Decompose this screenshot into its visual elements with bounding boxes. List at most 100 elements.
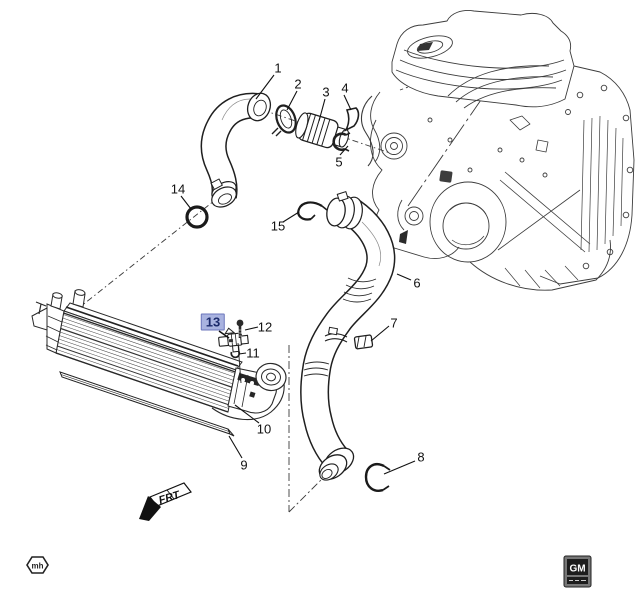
seal-ring-part14	[185, 205, 209, 229]
trans-outline	[539, 65, 635, 285]
callout-13-highlighted[interactable]: 13	[200, 313, 226, 331]
leader-10	[234, 404, 260, 424]
seal-part11	[230, 342, 242, 384]
clamp2-tabs	[271, 127, 282, 137]
trans-ribs	[580, 115, 624, 253]
callout-9[interactable]: 9	[240, 457, 248, 473]
boss-hole-2	[250, 381, 254, 385]
clip-part15	[297, 201, 328, 221]
exhaust-flange-bore	[409, 211, 419, 221]
mh-hexagon	[26, 556, 49, 574]
hose6-corrugation-lower	[303, 361, 330, 377]
tank-lobe	[211, 373, 285, 421]
peg-1-top	[52, 292, 63, 299]
charge-air-cooler	[31, 289, 287, 421]
callout-4[interactable]: 4	[341, 80, 349, 96]
leader-15	[282, 211, 300, 223]
leader-2	[286, 90, 298, 111]
oil-pan	[469, 239, 611, 291]
leader-1	[255, 74, 275, 100]
gm-badge	[567, 559, 588, 575]
hose6-lower-connector	[318, 447, 355, 481]
seal-strip-highlight	[60, 374, 230, 432]
leader-11	[238, 352, 247, 355]
turbo-pipe-inner	[370, 91, 381, 163]
mount-wing	[31, 307, 48, 331]
callout-2[interactable]: 2	[294, 76, 302, 92]
leader-lines	[180, 74, 416, 475]
leader-4	[343, 94, 352, 111]
seal14-axis	[79, 196, 220, 308]
bolt-heads	[427, 84, 634, 270]
leader-6	[396, 273, 412, 281]
hose1-assembly-axis	[262, 109, 391, 154]
callout-15[interactable]: 15	[270, 218, 286, 234]
sensor-axis-line	[237, 342, 242, 384]
clip15-hooks	[310, 205, 328, 220]
callout-11[interactable]: 11	[246, 345, 260, 361]
turbo-housing-outer	[380, 132, 408, 160]
peg-2-top	[74, 289, 86, 296]
leader-12	[244, 326, 259, 331]
hose6-clamp-screw	[336, 190, 349, 202]
intake-runners	[447, 65, 557, 109]
bracket-part4	[344, 107, 360, 132]
peg-bracket	[35, 301, 47, 315]
callout-10[interactable]: 10	[256, 421, 272, 437]
seal-strip-part9	[59, 371, 235, 437]
connector-part3	[295, 112, 350, 149]
oil-cap-slot	[417, 42, 433, 51]
frt-direction-arrow: FRT	[139, 482, 192, 521]
callout-7[interactable]: 7	[390, 315, 398, 331]
callout-1[interactable]: 1	[274, 60, 282, 76]
turbo-pipe-outer	[360, 95, 374, 167]
sensor-part13	[218, 327, 249, 353]
hose6-shading	[361, 221, 382, 267]
boss-hole-1	[241, 378, 245, 382]
flange-edge	[397, 199, 405, 231]
leader-3	[318, 98, 326, 122]
hose1-end-bore	[218, 193, 232, 205]
callout-12[interactable]: 12	[257, 319, 273, 335]
exhaust-flange	[404, 206, 424, 226]
bolt-part12	[236, 319, 244, 338]
core-top-band	[65, 306, 239, 367]
hose-part6	[300, 190, 396, 469]
valve-cover	[391, 10, 575, 108]
hose6-axis-line	[407, 32, 528, 207]
turbo-housing-hub	[390, 142, 398, 150]
hose1-shading	[221, 98, 251, 121]
engine-badge	[439, 170, 453, 183]
bell-housing	[429, 181, 507, 263]
housing-arcs	[449, 202, 487, 246]
sensor-boss-bar	[237, 372, 261, 387]
block-left-contour	[370, 119, 460, 259]
bracket7-detail	[356, 335, 367, 349]
hose1-clamp-screw	[210, 178, 223, 191]
clip-part8	[364, 463, 391, 492]
end-cap-ribs	[45, 315, 63, 351]
hose6-corrugation-upper	[342, 277, 377, 303]
callout-6[interactable]: 6	[413, 275, 421, 291]
bracket-part7	[353, 334, 374, 350]
leader-14	[180, 195, 192, 210]
strut-bars	[497, 171, 591, 253]
core-bottom-edge	[55, 352, 229, 413]
frt-arrowhead	[139, 496, 161, 521]
core-top-edge	[63, 312, 236, 373]
engine-illustration	[360, 10, 635, 291]
leader-8	[383, 460, 416, 475]
core-fins	[56, 314, 236, 409]
gm-text: GM	[569, 564, 585, 575]
tank-detail-block	[249, 391, 256, 398]
callout-14[interactable]: 14	[170, 181, 186, 197]
pan-hatch	[504, 265, 579, 289]
callout-5[interactable]: 5	[335, 154, 343, 170]
hose8-axis-line	[288, 463, 338, 513]
leader-5	[339, 145, 349, 156]
leader-13	[218, 330, 230, 339]
callout-3[interactable]: 3	[322, 84, 330, 100]
mh-text: mh	[32, 562, 44, 571]
callout-8[interactable]: 8	[417, 449, 425, 465]
